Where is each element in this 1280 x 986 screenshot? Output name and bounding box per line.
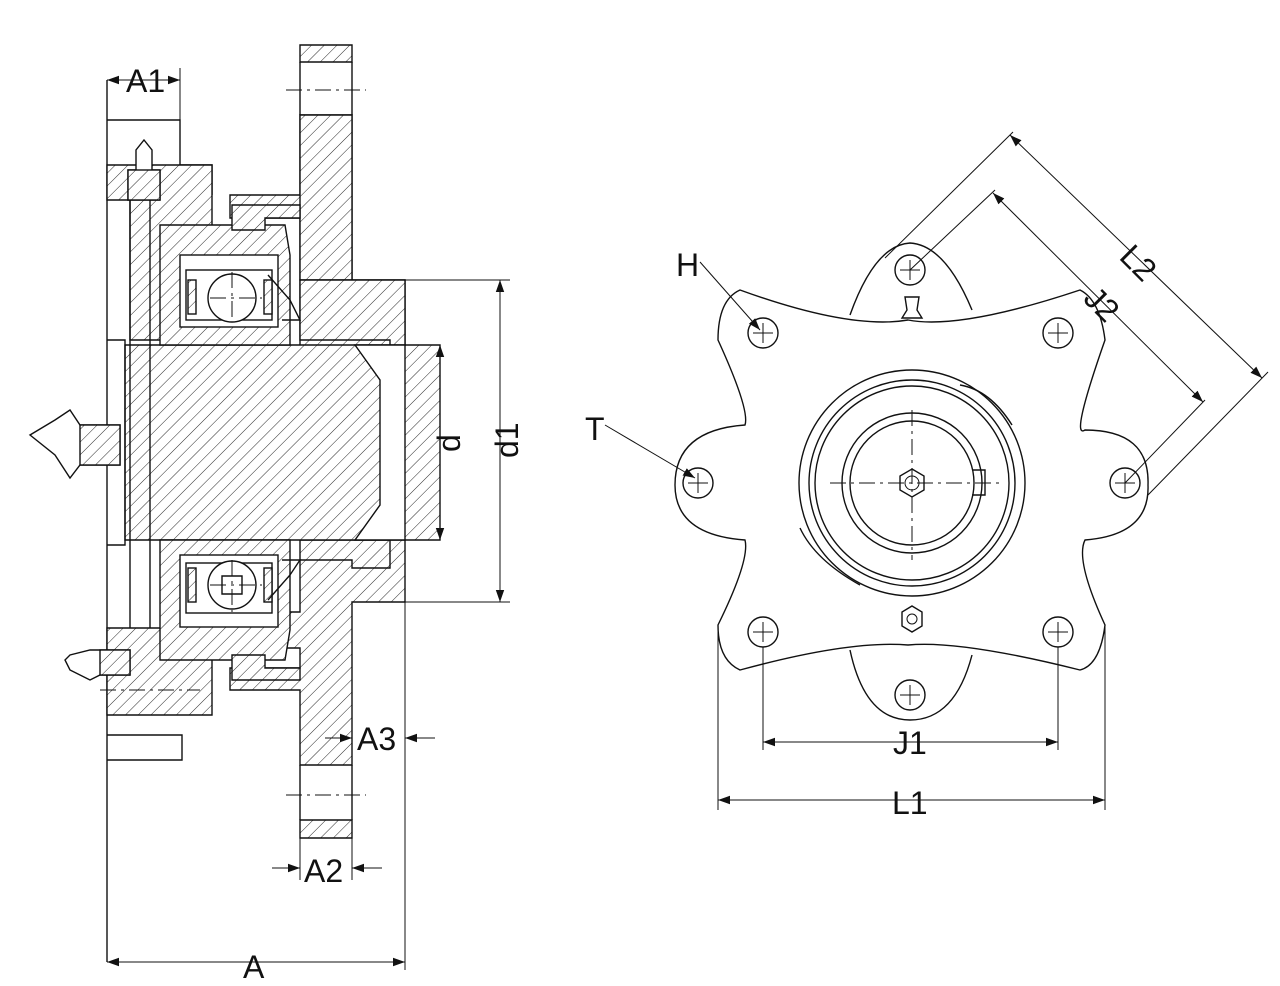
- label-d1: d1: [489, 422, 525, 458]
- label-T: T: [585, 411, 605, 447]
- section-dimensions: [107, 68, 510, 970]
- label-A: A: [243, 949, 265, 985]
- section-view: [28, 44, 441, 962]
- label-L2: L2: [1113, 237, 1164, 288]
- label-d: d: [431, 434, 467, 452]
- label-J1: J1: [893, 725, 927, 761]
- label-A1: A1: [126, 63, 165, 99]
- label-H: H: [676, 247, 699, 283]
- label-L1: L1: [892, 785, 928, 821]
- label-A2: A2: [304, 853, 343, 889]
- front-dimensions: [604, 131, 1269, 810]
- label-J2: J2: [1077, 279, 1126, 328]
- label-A3: A3: [357, 721, 396, 757]
